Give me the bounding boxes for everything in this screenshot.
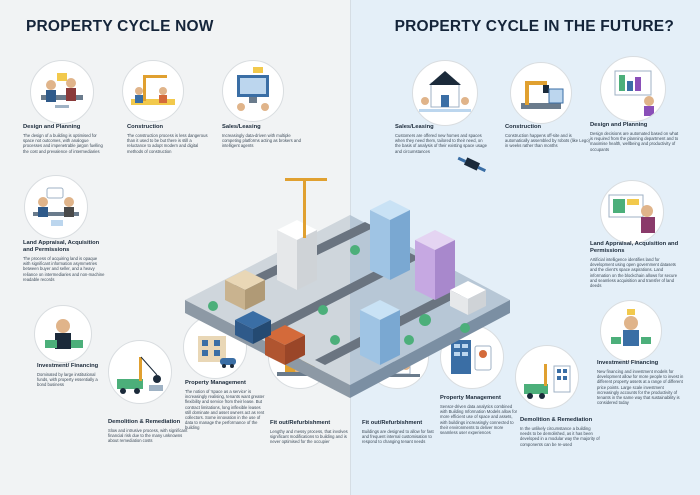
card-heading: Investment/ Financing — [37, 363, 99, 369]
card-text: Design decisions are automated based on … — [590, 131, 679, 152]
card-text: Increasingly data-driven with multiple c… — [222, 133, 301, 149]
card-design-planning-now: Design and Planning The design of a buil… — [23, 124, 105, 154]
illustration-demolition-future — [515, 345, 579, 409]
card-property-mgmt-now: Property Management The notion of 'space… — [185, 380, 265, 431]
card-land-appraisal-now: Land Appraisal, Acquisition and Permissi… — [23, 240, 105, 282]
card-heading: Land Appraisal, Acquisition and Permissi… — [23, 240, 100, 253]
illustration-demolition-now — [108, 340, 172, 404]
card-heading: Demolition & Remediation — [108, 419, 181, 425]
card-heading: Sales/Leasing — [395, 124, 434, 130]
card-heading: Construction — [127, 124, 164, 130]
title-future: PROPERTY CYCLE IN THE FUTURE? — [394, 18, 674, 35]
illustration-design-now — [30, 60, 94, 124]
card-sales-leasing-future: Sales/Leasing Customers are offered new … — [395, 124, 487, 154]
card-text: Lengthy and messy process, that involves… — [270, 429, 348, 445]
card-heading: Fit out/Refurbishment — [362, 420, 423, 426]
card-text: The design of a building is optimised fo… — [23, 133, 103, 154]
card-fitout-now: Fit out/Refurbishment Lengthy and messy … — [270, 420, 348, 445]
card-heading: Construction — [505, 124, 542, 130]
card-text: Artificial intelligence identifies land … — [590, 257, 678, 289]
card-heading: Property Management — [440, 395, 501, 401]
future-buildings — [350, 156, 487, 365]
illustration-sales-now — [222, 60, 284, 122]
illustration-sales-future — [412, 60, 478, 126]
card-text: The process of acquiring land is opaque … — [23, 256, 105, 282]
card-construction-now: Construction The construction process is… — [127, 124, 209, 154]
card-heading: Design and Planning — [23, 124, 81, 130]
card-sales-leasing-now: Sales/Leasing Increasingly data-driven w… — [222, 124, 304, 149]
card-heading: Property Management — [185, 380, 246, 386]
card-investment-now: Investment/ Financing Dominated by large… — [37, 363, 105, 388]
illustration-land-now — [24, 175, 88, 239]
card-demolition-now: Demolition & Remediation Slow and intrus… — [108, 419, 188, 444]
card-text: Sensor-driven data analytics combined wi… — [440, 404, 518, 436]
card-text: Construction happens off-site and is aut… — [505, 133, 590, 149]
card-text: New financing and investment models for … — [597, 369, 684, 406]
illustration-construction-now — [122, 60, 184, 122]
card-text: Dominated by large institutional funds, … — [37, 372, 98, 388]
illustration-investment-future — [600, 300, 662, 362]
card-heading: Design and Planning — [590, 122, 648, 128]
card-text: Buildings are designed to allow for fast… — [362, 429, 434, 445]
card-heading: Land Appraisal, Acquisition and Permissi… — [590, 241, 679, 254]
title-now: PROPERTY CYCLE NOW — [26, 18, 214, 35]
card-text: In the unlikely circumstance a building … — [520, 426, 600, 447]
card-design-planning-future: Design and Planning Design decisions are… — [590, 122, 682, 152]
card-investment-future: Investment/ Financing New financing and … — [597, 360, 687, 405]
card-text: Customers are offered new homes and spac… — [395, 133, 487, 154]
card-heading: Sales/Leasing — [222, 124, 261, 130]
illustration-investment-now — [34, 305, 92, 363]
illustration-design-future — [600, 56, 666, 122]
card-heading: Demolition & Remediation — [520, 417, 593, 423]
card-heading: Fit out/Refurbishment — [270, 420, 331, 426]
card-land-appraisal-future: Land Appraisal, Acquisition and Permissi… — [590, 241, 682, 288]
card-text: The construction process is less dangero… — [127, 133, 208, 154]
card-property-mgmt-future: Property Management Sensor-driven data a… — [440, 395, 518, 435]
illustration-construction-future — [510, 62, 572, 124]
isometric-city-illustration — [165, 130, 530, 470]
card-heading: Investment/ Financing — [597, 360, 659, 366]
card-fitout-future: Fit out/Refurbishment Buildings are desi… — [362, 420, 440, 445]
card-text: The notion of 'space as a service' is in… — [185, 389, 265, 431]
card-construction-future: Construction Construction happens off-si… — [505, 124, 591, 149]
now-buildings — [208, 178, 340, 365]
card-demolition-future: Demolition & Remediation In the unlikely… — [520, 417, 600, 447]
illustration-land-future — [600, 180, 664, 244]
card-text: Slow and intrusive process, with signifi… — [108, 428, 188, 444]
